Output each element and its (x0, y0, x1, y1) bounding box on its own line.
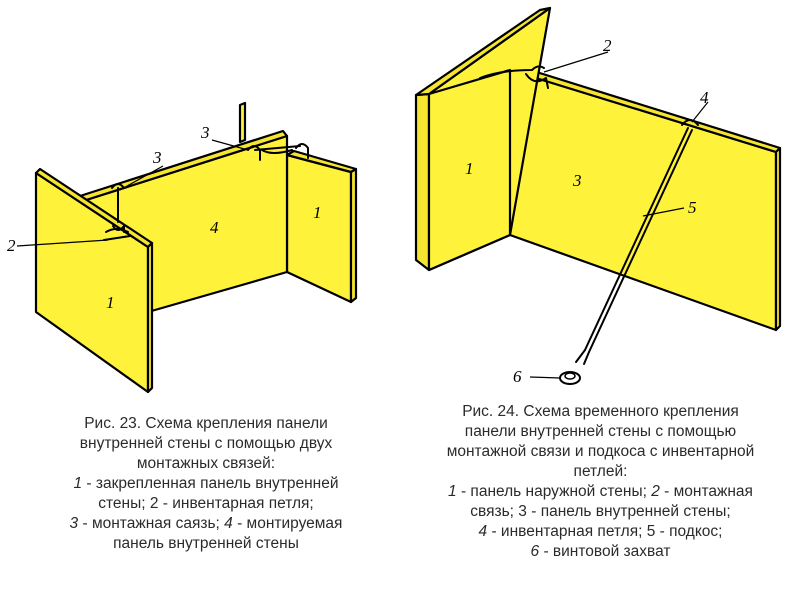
brace-assembly (559, 119, 699, 385)
caption-23-text: - закрепленная панель внутренней (82, 475, 339, 492)
label-24-3: 3 (572, 171, 582, 190)
caption-24-line: петлей: (573, 463, 628, 480)
figure-23-drawing: 1 1 2 3 3 4 (7, 101, 358, 394)
caption-23-text: - монтируемая (232, 515, 343, 532)
caption-24-line: 1 - панель наружной стены; 2 - монтажная (408, 482, 793, 502)
caption-24-text: - инвентарная петля; 5 - подкос; (487, 523, 723, 540)
caption-23-line: 3 - монтажная саязь; 4 - монтируемая (20, 514, 392, 534)
label-24-6: 6 (513, 367, 522, 386)
panel-fixed-front-side-edge (146, 241, 154, 394)
panel-exterior-top-edge (414, 6, 552, 97)
label-24-5: 5 (688, 198, 697, 217)
caption-24-text: - монтажная (659, 483, 753, 500)
caption-23-line: стены; 2 - инвентарная петля; (98, 495, 314, 512)
panel-fixed-right-side-edge (349, 167, 358, 304)
figure-24-drawing: 1 2 3 4 5 6 (414, 6, 782, 386)
caption-figure-24: Рис. 24. Схема временного крепления пане… (408, 402, 793, 562)
caption-24-line: 6 - винтовой захват (408, 542, 793, 562)
caption-24-number: 4 (478, 523, 488, 540)
caption-24-text: - панель наружной стены; (456, 483, 652, 500)
panel-exterior-front-edge (414, 92, 431, 272)
panel-fixed-right (285, 153, 353, 304)
caption-24-line: монтажной связи и подкоса с инвентарной (446, 443, 755, 460)
caption-23-line: монтажных связей: (136, 455, 276, 472)
mounting-link-24 (479, 65, 549, 89)
panel-exterior-face (427, 68, 512, 272)
caption-23-number: 3 (69, 515, 79, 532)
label-23-3-left: 3 (152, 148, 162, 167)
label-23-1-front: 1 (106, 293, 115, 312)
caption-24-line: связь; 3 - панель внутренней стены; (470, 503, 731, 520)
caption-23-line: внутренней стены с помощью двух (79, 435, 333, 452)
label-24-2: 2 (603, 36, 612, 55)
leaders-23 (16, 139, 249, 247)
caption-24-number: 2 (651, 483, 660, 500)
caption-23-number: 4 (224, 515, 233, 532)
label-23-1-back: 1 (313, 203, 322, 222)
label-24-4: 4 (700, 88, 709, 107)
label-23-3-right: 3 (200, 123, 210, 142)
caption-24-line: Рис. 24. Схема временного крепления (462, 403, 739, 420)
caption-23-number: 1 (73, 475, 83, 492)
caption-24-number: 6 (530, 543, 540, 560)
panel-interior-side-edge (774, 146, 782, 332)
label-24-1: 1 (465, 159, 474, 178)
diagram-canvas: 1 1 2 3 3 4 (7, 6, 782, 394)
mounting-hardware-23 (103, 143, 309, 241)
label-23-2: 2 (7, 236, 16, 255)
caption-23-line: Рис. 23. Схема крепления панели (84, 415, 328, 432)
caption-23-line: 1 - закрепленная панель внутренней (20, 474, 392, 494)
label-23-4: 4 (210, 218, 219, 237)
leaders-24 (529, 51, 709, 379)
caption-23-line: панель внутренней стены (113, 535, 299, 552)
caption-figure-23: Рис. 23. Схема крепления панели внутренн… (20, 414, 392, 554)
caption-24-line: 4 - инвентарная петля; 5 - подкос; (408, 522, 793, 542)
caption-24-text: - винтовой захват (539, 543, 671, 560)
caption-23-text: - монтажная саязь; (78, 515, 225, 532)
panel-back-tall (238, 101, 247, 144)
caption-24-number: 1 (448, 483, 457, 500)
caption-24-line: панели внутренней стены с помощью (464, 423, 737, 440)
